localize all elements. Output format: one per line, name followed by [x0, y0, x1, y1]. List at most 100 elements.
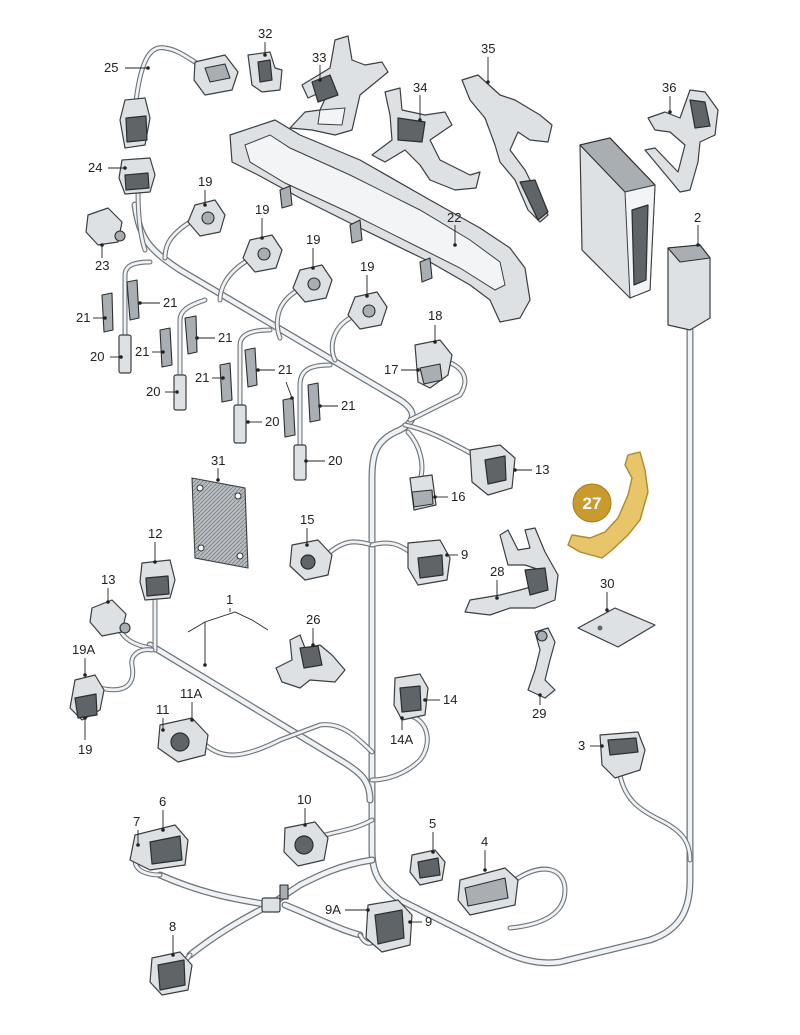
callout-34: 34 [413, 80, 427, 95]
callout-14: 14 [443, 692, 457, 707]
callout-15: 15 [300, 512, 314, 527]
callout-9-upper: 9 [461, 547, 468, 562]
part-28-bracket [464, 527, 559, 616]
callout-9-lower: 9 [425, 914, 432, 929]
callout-21-f: 21 [195, 370, 209, 385]
part-23-connector [85, 207, 126, 246]
callout-21-e: 21 [278, 362, 292, 377]
part-29-clip [527, 627, 556, 699]
part-24-connector [118, 157, 156, 195]
callout-6: 6 [159, 794, 166, 809]
callout-22: 22 [447, 210, 461, 225]
part-27-bracket-highlighted[interactable] [567, 451, 649, 559]
callout-28: 28 [490, 564, 504, 579]
harness-junction [261, 884, 289, 913]
part-36-bracket [644, 89, 719, 193]
part-11-connector [157, 717, 209, 763]
callout-8: 8 [169, 919, 176, 934]
part-31-plate [191, 477, 249, 569]
callout-4: 4 [481, 834, 488, 849]
callout-19-b: 19 [255, 202, 269, 217]
part-26-bracket [275, 634, 346, 689]
callout-21-g: 21 [341, 398, 355, 413]
leader-lines [83, 42, 700, 957]
callout-20-d: 20 [328, 453, 342, 468]
part-4-connector [457, 867, 519, 916]
callout-36: 36 [662, 80, 676, 95]
callout-19-a: 19 [198, 174, 212, 189]
callout-29: 29 [532, 706, 546, 721]
part-12-connector [139, 559, 176, 601]
callout-35: 35 [481, 41, 495, 56]
callout-21-d: 21 [135, 344, 149, 359]
part-34-bracket [371, 87, 481, 191]
callout-31: 31 [211, 453, 225, 468]
callout-33: 33 [312, 50, 326, 65]
part-25-plug [119, 97, 151, 149]
part-25-connector [193, 54, 239, 96]
callout-23: 23 [95, 258, 109, 273]
part-19-connector-4 [347, 291, 388, 330]
badge-27-label: 27 [583, 494, 602, 513]
part-20-21-sensors [101, 279, 321, 481]
callout-19-d: 19 [360, 259, 374, 274]
callout-2: 2 [694, 210, 701, 225]
callout-14A: 14A [390, 732, 413, 747]
callout-11A: 11A [180, 686, 202, 701]
part-32-clip [247, 51, 283, 93]
part-19A-connector [69, 674, 105, 721]
part-19-connector-2 [242, 234, 283, 273]
callout-10: 10 [297, 792, 311, 807]
callout-labels: 25 32 33 35 36 34 24 19 19 19 19 22 2 23… [72, 26, 701, 934]
callout-17: 17 [384, 362, 398, 377]
callout-21-c: 21 [218, 330, 232, 345]
part-13-connector-upper [469, 444, 516, 496]
callout-13-lower: 13 [101, 572, 115, 587]
part-35-bracket [461, 74, 553, 223]
callout-11: 11 [156, 702, 170, 717]
part-30-plate [577, 607, 656, 648]
part-6-7-connector [129, 824, 189, 871]
callout-19A: 19A [72, 642, 95, 657]
control-unit-box [579, 137, 656, 299]
part-33-bracket [289, 35, 389, 136]
callout-19-c: 19 [306, 232, 320, 247]
part-10-connector [283, 821, 329, 867]
callout-20-c: 20 [265, 414, 279, 429]
part-17-18-connector [414, 339, 453, 389]
callout-1: 1 [226, 592, 233, 607]
part-14-connector [393, 673, 429, 721]
part-16-connector [409, 474, 437, 511]
callout-25: 25 [104, 60, 118, 75]
part-8-connector [149, 951, 193, 996]
part-22-fuel-rail-bracket [229, 119, 531, 323]
callout-13-upper: 13 [535, 462, 549, 477]
callout-20-a: 20 [90, 349, 104, 364]
callout-3: 3 [578, 738, 585, 753]
part-19-connector-3 [292, 264, 333, 303]
callout-5: 5 [429, 816, 436, 831]
callout-9A: 9A [325, 902, 341, 917]
part-15-connector [289, 539, 333, 581]
part-3-connector [599, 731, 646, 779]
callout-26: 26 [306, 612, 320, 627]
callout-32: 32 [258, 26, 272, 41]
part-13-connector-lower [89, 599, 131, 637]
part-19-connector-1 [187, 199, 226, 237]
part-9-connector-upper [407, 539, 451, 586]
part-2-connector [667, 244, 711, 331]
part-5-connector [409, 849, 446, 886]
callout-20-b: 20 [146, 384, 160, 399]
callout-18: 18 [428, 308, 442, 323]
callout-12: 12 [148, 526, 162, 541]
callout-21-a: 21 [163, 295, 177, 310]
callout-24: 24 [88, 160, 102, 175]
callout-16: 16 [451, 489, 465, 504]
callout-19-lower: 19 [78, 742, 92, 757]
badge-27[interactable]: 27 [572, 483, 612, 523]
part-1-bracket-line [187, 611, 269, 633]
part-9A-9-connector [365, 899, 413, 953]
callout-21-b: 21 [76, 310, 90, 325]
